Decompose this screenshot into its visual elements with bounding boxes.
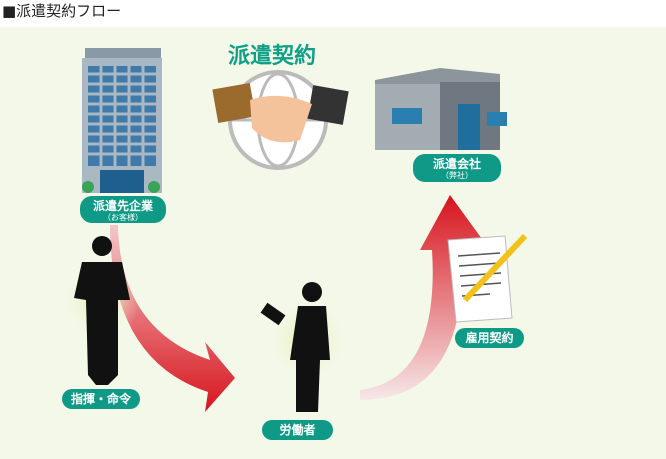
agency-sub: （弊社）	[441, 171, 473, 180]
handshake-globe-icon	[212, 70, 349, 170]
employment-label: 雇用契約	[455, 328, 524, 348]
client-name: 派遣先企業	[92, 199, 153, 213]
agency-building-icon	[375, 68, 507, 150]
contract-title: 派遣契約	[228, 44, 317, 69]
agency-name: 派遣会社	[432, 157, 481, 171]
office-building-icon	[82, 48, 162, 193]
manager-silhouette-icon	[74, 236, 130, 385]
command-arrow	[110, 225, 235, 412]
agency-label: 派遣会社（弊社）	[413, 154, 501, 182]
worker-label: 労働者	[262, 420, 333, 440]
contract-document-icon	[447, 233, 528, 323]
worker-silhouette-icon	[260, 282, 330, 412]
client-sub: （お客様）	[103, 213, 143, 222]
client-label: 派遣先企業（お客様）	[80, 196, 166, 223]
page-title: ■派遣契約フロー	[2, 2, 122, 20]
command-label: 指揮・命令	[62, 389, 140, 409]
